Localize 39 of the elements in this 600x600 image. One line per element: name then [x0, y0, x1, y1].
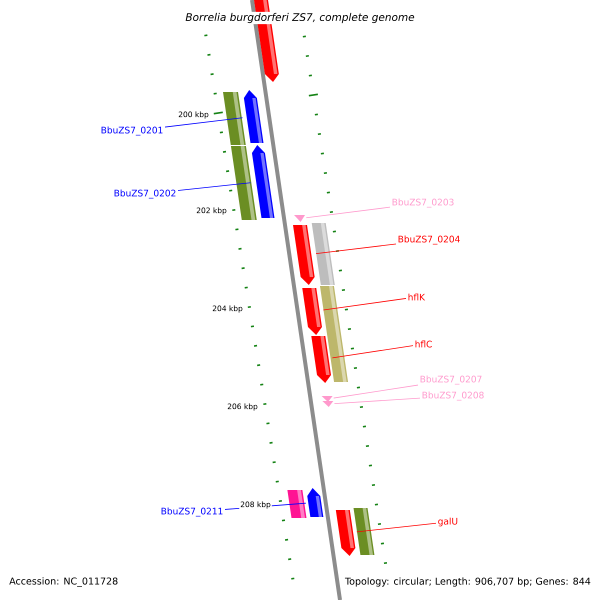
leader-line [316, 244, 396, 254]
leader-line [356, 522, 436, 532]
leader-line [178, 182, 251, 191]
gene-label: BbuZS7_0207 [420, 376, 482, 384]
gene-block [354, 508, 374, 555]
gene-marker [322, 401, 334, 407]
gene-label: BbuZS7_0208 [422, 392, 484, 400]
gene-label: hflK [408, 294, 426, 300]
gene-label: galU [438, 518, 458, 526]
gene-block [244, 90, 264, 143]
leader-line [334, 398, 420, 404]
gene-label: BbuZS7_0204 [398, 236, 460, 244]
gene-marker [294, 215, 306, 222]
gene-block [302, 288, 322, 335]
leader-line [322, 298, 406, 310]
gene-label: BbuZS7_0202 [114, 190, 176, 198]
info-text: Topology: circular; Length: 906,707 bp; Genes: 844 [344, 576, 592, 588]
gene-label: BbuZS7_0203 [392, 198, 454, 208]
leader-line [164, 117, 243, 128]
gene-marker [322, 396, 333, 402]
gene-label: hflC [416, 340, 432, 348]
gene-block [230, 146, 257, 220]
gene-block [311, 336, 332, 383]
gene-block [320, 286, 341, 333]
leader-line [332, 345, 414, 358]
gene-label: BbuZS7_0211 [162, 508, 222, 516]
gene-block [312, 223, 335, 285]
gene-block [326, 333, 348, 382]
gene-block [223, 92, 246, 145]
leader-line [333, 384, 418, 398]
info-text: Accession: NC_011728 [8, 576, 120, 588]
gene-block [252, 145, 274, 218]
gene-block [307, 488, 324, 517]
gene-block [293, 225, 315, 285]
leader-line [306, 206, 390, 218]
gene-block [336, 510, 356, 556]
title: Borrelia burgdorferi ZS7, complete genome [184, 12, 416, 24]
gene-label: BbuZS7_0201 [102, 126, 162, 136]
gene-block [287, 490, 306, 518]
